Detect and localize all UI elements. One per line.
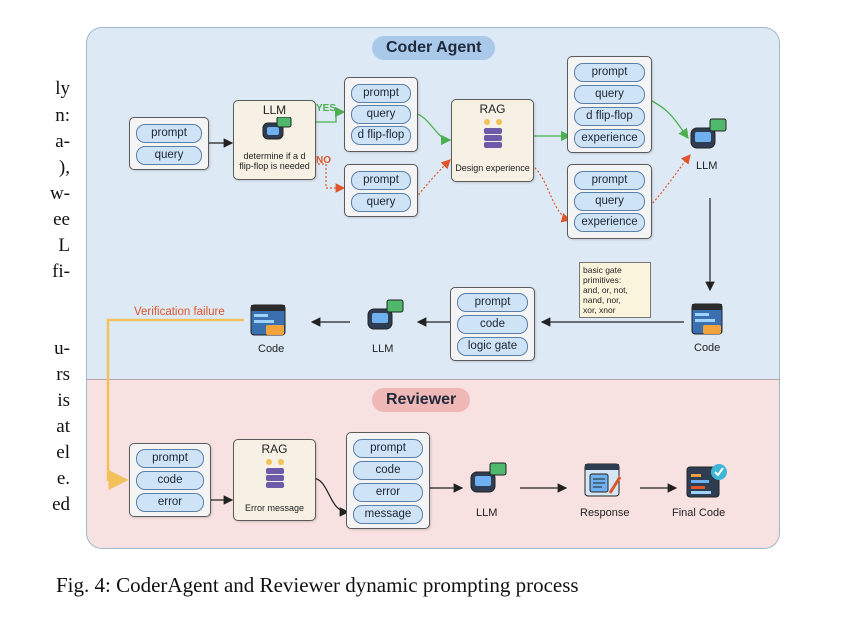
database-icon [484,119,502,148]
robot-icon [262,117,292,140]
side-text-line: ee [53,209,70,230]
side-text-line: ), [58,157,70,178]
code-right-label: Code [694,342,721,354]
verification-failure-label: Verification failure [134,306,225,318]
pill-prompt: prompt [457,293,528,312]
pill-message: message [353,505,423,524]
code-icon [691,303,723,335]
no-branch-box: prompt query [344,164,418,217]
rag-design-box: RAG Design experience [451,99,534,182]
rag-error-desc: Error message [244,503,305,513]
pill-dff: d flip-flop [351,126,411,145]
pill-dff: d flip-flop [574,107,645,126]
yes-branch-box: prompt query d flip-flop [344,77,418,152]
robot-icon [367,299,404,330]
side-text-line: n: [55,105,70,126]
pill-prompt: prompt [574,171,645,190]
side-text-line: e. [56,468,70,489]
pill-prompt: prompt [351,171,411,190]
robot-icon [470,462,507,493]
code-icon [250,304,286,336]
llm-decision-box: LLM determine if a d flip-flop is needed [233,100,316,180]
side-text-line: el [56,442,70,463]
pill-query: query [351,193,411,212]
side-text-line: rs [56,364,70,385]
note-line: nand, nor, [583,295,621,305]
rag-error-title: RAG [261,442,288,456]
reviewer-llm-label: LLM [476,507,498,519]
llm3-label: LLM [372,343,394,355]
llm-decision-title: LLM [262,103,287,117]
note-line: and, or, not, [583,285,628,295]
side-text-line: fi- [52,261,70,282]
figure-caption: Fig. 4: CoderAgent and Reviewer dynamic … [56,573,579,597]
reviewer-input-box: prompt code error [129,443,211,517]
pill-prompt: prompt [574,63,645,82]
pill-code: code [136,471,204,490]
side-text-line: is [57,390,70,411]
database-icon [266,459,284,488]
note-line: basic gate [583,265,622,275]
pill-logic-gate: logic gate [457,337,528,356]
side-text-line: a- [55,131,70,152]
no-label: NO [316,155,331,166]
pill-query: query [574,192,645,211]
side-text-line: L [58,235,70,256]
response-icon [584,463,622,497]
yes-label: YES [316,103,337,114]
llm2-label: LLM [696,160,718,172]
message-box: prompt code error message [346,432,430,529]
rag-design-title: RAG [479,102,506,116]
pill-code: code [457,315,528,334]
llm-decision-desc: determine if a d flip-flop is needed [239,151,310,171]
logic-gate-box: prompt code logic gate [450,287,535,361]
rag-error-box: RAG Error message [233,439,316,521]
experience-box-top: prompt query d flip-flop experience [567,56,652,153]
pill-prompt: prompt [136,449,204,468]
side-text-line: u- [54,338,70,359]
rag-design-desc: Design experience [455,163,530,173]
note-line: primitives: [583,275,622,285]
response-label: Response [580,507,630,519]
side-text-line: w- [49,183,70,204]
pill-prompt: prompt [351,84,411,103]
pill-query: query [574,85,645,104]
robot-icon [690,118,727,149]
final-code-icon [686,464,727,498]
pill-prompt: prompt [353,439,423,458]
pill-experience: experience [574,129,645,148]
pill-experience: experience [574,213,645,232]
side-text-line: ly [55,78,70,99]
pill-prompt: prompt [136,124,202,143]
pill-code: code [353,461,423,480]
side-text-line: at [56,416,70,437]
coder-input-box: prompt query [129,117,209,170]
reviewer-title: Reviewer [372,388,471,412]
pill-query: query [136,146,202,165]
side-text-line: ed [52,494,70,515]
note-line: xor, xnor [583,305,616,315]
pill-query: query [351,105,411,124]
pill-error: error [136,493,204,512]
pill-error: error [353,483,423,502]
experience-box-bottom: prompt query experience [567,164,652,239]
gate-primitives-note: basic gate primitives: and, or, not, nan… [579,262,651,318]
code-left-label: Code [258,343,285,355]
final-code-label: Final Code [672,507,726,519]
coder-agent-title: Coder Agent [372,36,496,60]
